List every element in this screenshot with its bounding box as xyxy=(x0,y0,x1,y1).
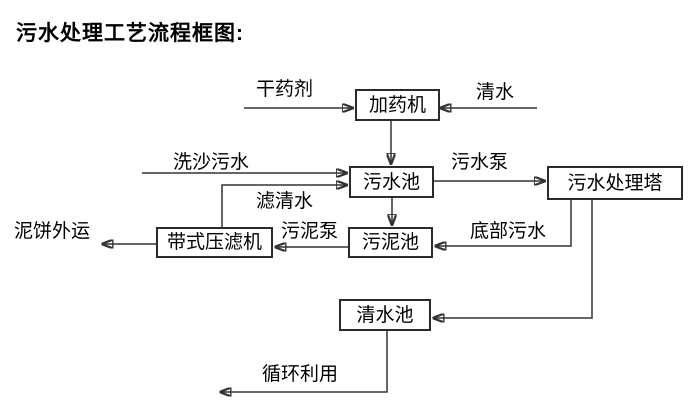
label-sand-washing-sewage: 洗沙污水 xyxy=(173,152,250,173)
label-mud-cake-out: 泥饼外运 xyxy=(14,221,91,242)
node-sewage-pool: 污水池 xyxy=(349,166,434,198)
label-clear-water: 清水 xyxy=(476,82,515,103)
label-recycling: 循环利用 xyxy=(262,364,339,385)
arrow-treatment-tower-to-clear-water-pool xyxy=(433,200,593,318)
page-title: 污水处理工艺流程框图: xyxy=(16,22,244,45)
arrow-bottom-sewage-tower-to-sludge-pool xyxy=(435,200,572,246)
label-sewage-pump: 污水泵 xyxy=(451,152,509,173)
node-belt-filter-press: 带式压滤机 xyxy=(156,227,273,258)
arrow-recycling-out xyxy=(220,331,388,392)
label-sludge-pump: 污泥泵 xyxy=(281,221,339,242)
node-dosing-machine: 加药机 xyxy=(355,89,440,121)
arrow-filtered-water-press-to-sewage-pool xyxy=(221,185,347,227)
node-treatment-tower: 污水处理塔 xyxy=(547,166,683,200)
label-filtered-water: 滤清水 xyxy=(256,191,314,212)
node-clear-water-pool: 清水池 xyxy=(339,299,431,331)
node-sludge-pool: 污泥池 xyxy=(348,227,433,258)
label-dry-agent: 干药剂 xyxy=(256,79,314,100)
label-bottom-sewage: 底部污水 xyxy=(470,221,547,242)
